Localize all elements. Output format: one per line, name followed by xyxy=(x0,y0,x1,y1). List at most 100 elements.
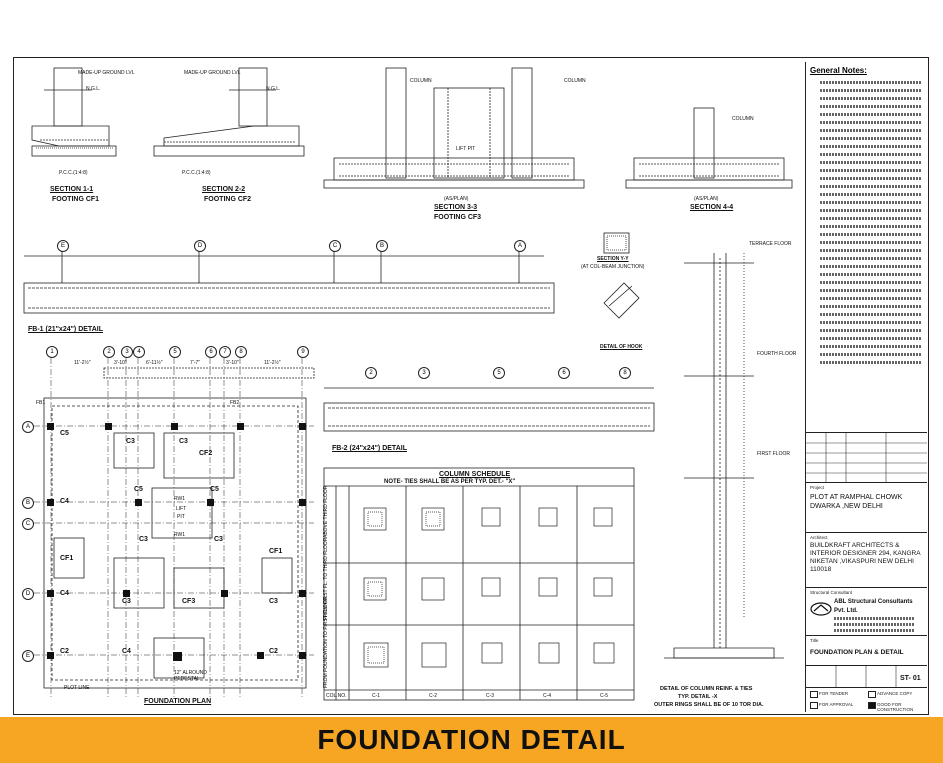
footing-label: C4 xyxy=(60,590,69,597)
pcc-label: P.C.C.(1:4:8) xyxy=(59,170,88,176)
drawing-number: ST- 01 xyxy=(900,675,921,682)
section-4-4-title: SECTION 4-4 xyxy=(690,204,734,211)
section-3-3-subtitle: FOOTING CF3 xyxy=(434,214,482,221)
column-label-3: COLUMN xyxy=(732,116,754,122)
footing-label: C5 xyxy=(134,486,143,493)
fb1-detail-title: FB-1 (21"x24") DETAIL xyxy=(28,326,103,333)
floor-label: FIRST FLOOR xyxy=(757,451,790,457)
fb2-plan-label: FB2 xyxy=(230,400,240,406)
plan-grid-bubble: 8 xyxy=(235,346,247,358)
footing-label: C3 xyxy=(126,438,135,445)
plan-grid-bubble: 1 xyxy=(46,346,58,358)
plan-grid-bubble: A xyxy=(22,421,34,433)
architect-box: Architect BUILDKRAFT ARCHITECTS & INTERI… xyxy=(806,532,927,587)
footing-label: C3 xyxy=(179,438,188,445)
fb1-grid-bubble: A xyxy=(514,240,526,252)
footing-label: CF2 xyxy=(199,450,213,457)
lift-pit-label: LIFT PIT xyxy=(456,146,476,152)
section-4-4-drawing xyxy=(625,107,793,189)
ngl-label: N.G.L. xyxy=(86,86,101,92)
consultant-address xyxy=(834,614,914,632)
general-notes-title: General Notes: xyxy=(810,66,867,75)
plan-grid-bubble: B xyxy=(22,497,34,509)
fb2-grid-bubble: 6 xyxy=(558,367,570,379)
project-caption: Project xyxy=(810,485,825,490)
section-2-2-title: SECTION 2-2 xyxy=(202,186,246,193)
section-1-1-subtitle: FOOTING CF1 xyxy=(52,196,100,203)
advance-copy-checkbox xyxy=(868,691,876,698)
fb1-plan-label: FB1 xyxy=(36,400,46,406)
plan-grid-bubble: C xyxy=(22,518,34,530)
footing-label: CF1 xyxy=(269,548,283,555)
plan-grid-bubble: 5 xyxy=(169,346,181,358)
footing-label: RW1 xyxy=(174,496,186,502)
plan-grid-bubble: E xyxy=(22,650,34,662)
column-schedule-note: NOTE- TIES SHALL BE AS PER TYP. DET.- "X… xyxy=(384,479,516,485)
ngl-label-2: N.G.L. xyxy=(266,86,281,92)
drawing-title-box: Title FOUNDATION PLAN & DETAIL xyxy=(806,635,927,665)
section-3-3-note: (AS/PLAN) xyxy=(444,196,469,202)
column-detail-note: OUTER RINGS SHALL BE OF 10 TOR DIA. xyxy=(654,702,764,708)
good-for-construction-label: GOOD FOR CONSTRUCTION xyxy=(877,702,914,712)
plan-grid-bubble: 4 xyxy=(133,346,145,358)
fb2-grid-bubble: 3 xyxy=(418,367,430,379)
cad-drawing xyxy=(23,67,793,701)
section-yy-title: SECTION Y-Y xyxy=(597,256,629,262)
for-approval-label: FOR APPROVAL xyxy=(819,702,854,707)
footing-label: C3 xyxy=(269,598,278,605)
fb2-grid-bubble: 5 xyxy=(493,367,505,379)
section-3-3-drawing xyxy=(323,67,585,189)
status-box: FOR TENDER ADVANCE COPY FOR APPROVAL GOO… xyxy=(806,687,927,712)
for-tender-label: FOR TENDER xyxy=(819,691,849,696)
fb2-grid-bubble: 2 xyxy=(365,367,377,379)
project-box: Project PLOT AT RAMPHAL CHOWK DWARKA ,NE… xyxy=(806,482,927,532)
banner-title: FOUNDATION DETAIL xyxy=(317,724,626,755)
schedule-row-label: FROM FOUNDATION TO FIRST FLOOR xyxy=(323,596,329,688)
footing-label: C5 xyxy=(210,486,219,493)
plan-grid-bubble: 3 xyxy=(121,346,133,358)
plan-dim: 3'-10" xyxy=(114,360,127,366)
section-yy-subtitle: (AT COL-BEAM JUNCTION) xyxy=(581,264,645,270)
drawing-title: FOUNDATION PLAN & DETAIL xyxy=(810,649,904,656)
consultant-box: Structural Consultant ABL Structural Con… xyxy=(806,587,927,635)
plan-column-marks xyxy=(47,423,306,661)
drawing-info-box: ST- 01 xyxy=(806,665,927,688)
fb2-detail-drawing xyxy=(323,387,655,432)
col-label: C-3 xyxy=(486,693,495,699)
section-yy-drawing xyxy=(603,232,630,254)
footing-label: CF1 xyxy=(60,555,74,562)
title-banner: FOUNDATION DETAIL xyxy=(0,717,943,763)
foundation-plan-drawing xyxy=(34,358,315,698)
footing-label: LIFT xyxy=(176,506,187,512)
hook-title: DETAIL OF HOOK xyxy=(600,344,643,350)
floor-label: FOURTH FLOOR xyxy=(757,351,797,357)
section-2-2-subtitle: FOOTING CF2 xyxy=(204,196,252,203)
advance-copy-label: ADVANCE COPY xyxy=(877,691,913,696)
pcc-label-2: P.C.C.(1:4:8) xyxy=(182,170,211,176)
consultant-caption: Structural Consultant xyxy=(810,590,853,595)
plan-grid-bubble: 7 xyxy=(219,346,231,358)
plan-grid-bubble: 2 xyxy=(103,346,115,358)
footing-label: PIT xyxy=(177,514,185,520)
footing-label: C5 xyxy=(60,430,69,437)
plot-line-label: PLOT LINE xyxy=(64,685,90,691)
plan-dim: 6'-11½" xyxy=(146,360,163,366)
hook-drawing xyxy=(603,282,640,319)
column-schedule-sections xyxy=(363,507,615,668)
col-label: C-5 xyxy=(600,693,609,699)
consultant-name: ABL Structural Consultants Pvt. Ltd. xyxy=(834,599,913,614)
general-notes-body xyxy=(806,76,927,364)
fb2-grid-bubble: 8 xyxy=(619,367,631,379)
fb1-grid-bubble: E xyxy=(57,240,69,252)
footing-label: C3 xyxy=(139,536,148,543)
plan-dim: 3'-10" xyxy=(226,360,239,366)
footing-label: C3 xyxy=(214,536,223,543)
col-label: C-2 xyxy=(429,693,438,699)
good-for-construction-checkbox xyxy=(868,702,876,709)
consultant-logo-icon xyxy=(810,602,832,616)
for-approval-checkbox xyxy=(810,702,818,709)
schedule-row-label: ABOVE THIRD FLOOR xyxy=(323,485,329,538)
fb2-detail-title: FB-2 (24"x24") DETAIL xyxy=(332,445,407,452)
section-2-2-drawing xyxy=(153,67,305,157)
plan-dim: 11'-2½" xyxy=(74,360,91,366)
